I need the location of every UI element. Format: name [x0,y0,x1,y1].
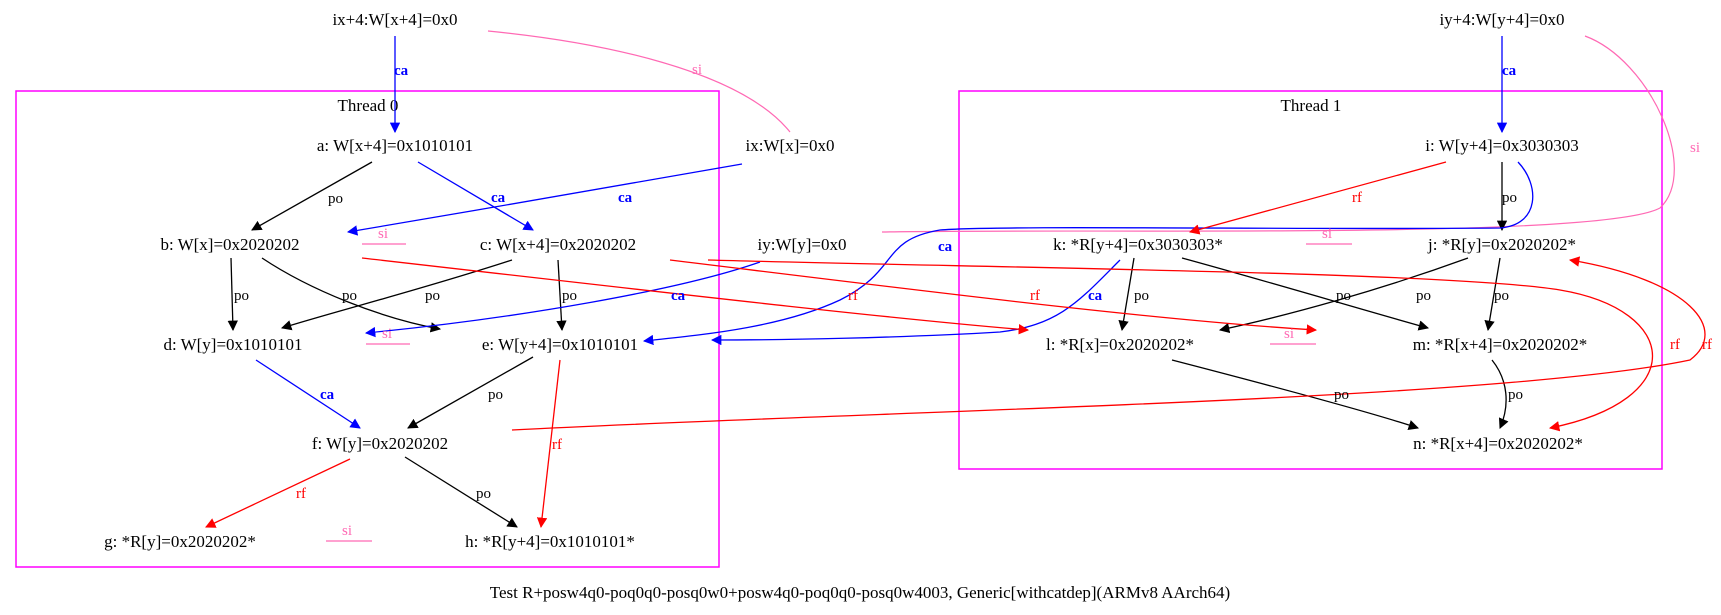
edge-po-j-m [1484,257,1501,332]
edge-rf-b-l [361,257,1030,335]
nodes: ix+4:W[x+4]=0x0 iy+4:W[y+4]=0x0 ix:W[x]=… [104,10,1587,551]
label-ca-ix4-a: ca [394,63,409,79]
edge-ca-a-c [417,161,534,231]
edge-po-l-n [1171,359,1419,430]
edge-ca-iy-d [364,261,761,338]
edge-po-c-e [556,259,567,332]
thread-1-label: Thread 1 [1281,96,1342,115]
edge-po-b-d [227,257,238,332]
edge-rf-f-j [511,256,1706,431]
node-l: l: *R[x]=0x2020202* [1046,335,1194,354]
node-f: f: W[y]=0x2020202 [312,434,448,453]
node-ix: ix:W[x]=0x0 [746,136,835,155]
label-ca-iy-d: ca [671,288,686,304]
label-po-b-d: po [234,288,249,304]
label-po-k-m: po [1336,288,1351,304]
label-po-j-m: po [1494,288,1509,304]
label-si-iy4: si [1690,140,1700,156]
ca-edges [255,36,1534,429]
thread-0-label: Thread 0 [338,96,399,115]
label-ca-ix-b: ca [618,190,633,206]
edge-ca-i-e [642,161,1534,346]
label-si-k: si [1322,226,1332,242]
si-edges [326,30,1675,542]
label-rf-c-l: rf [1030,288,1040,304]
label-ca-iy4-i: ca [1502,63,1517,79]
node-b: b: W[x]=0x2020202 [160,235,299,254]
edge-ca-k-e [710,259,1121,346]
label-po-c-d: po [425,288,440,304]
label-rf-f-g: rf [296,486,306,502]
node-g: g: *R[y]=0x2020202* [104,532,256,551]
label-po-j-l: po [1416,288,1431,304]
edge-po-e-f [407,356,534,429]
label-rf-f-j: rf [1702,337,1712,353]
label-rf-e-h: rf [552,437,562,453]
po-edges [227,161,1509,528]
thread-1-cluster [958,90,1663,470]
label-po-c-e: po [562,288,577,304]
edge-po-f-h [404,456,518,528]
label-si-d: si [382,326,392,342]
edge-rf-iy-n [707,259,1653,432]
edge-po-j-l [1218,257,1469,334]
label-po-f-h: po [476,486,491,502]
edge-po-c-d [281,259,513,331]
edge-rf-f-g [205,458,351,528]
edge-rf-c-l [669,259,1318,335]
label-ca-a-c: ca [491,190,506,206]
node-j: j: *R[y]=0x2020202* [1427,235,1576,254]
label-si-g: si [342,523,352,539]
node-e: e: W[y+4]=0x1010101 [482,335,638,354]
node-c: c: W[x+4]=0x2020202 [480,235,636,254]
label-ca-k-e: ca [1088,288,1103,304]
label-ca-i-e: ca [938,239,953,255]
label-rf-b-l: rf [848,288,858,304]
thread-0-cluster [15,90,720,568]
label-ca-d-f: ca [320,387,335,403]
edge-po-k-m [1181,257,1430,331]
label-po-a-b: po [328,191,343,207]
label-po-i-j: po [1502,190,1517,206]
label-rf-i-k: rf [1352,190,1362,206]
node-iy: iy:W[y]=0x0 [758,235,847,254]
label-po-m-n: po [1508,387,1523,403]
node-d: d: W[y]=0x1010101 [163,335,302,354]
graph-caption: Test R+posw4q0-poq0q0-posq0w0+posw4q0-po… [490,583,1230,602]
node-k: k: *R[y+4]=0x3030303* [1053,235,1223,254]
edge-si-ix4-ix [487,30,791,133]
edge-rf-e-h [536,359,561,529]
edge-po-b-e [261,257,442,333]
label-po-b-e: po [342,288,357,304]
node-a: a: W[x+4]=0x1010101 [317,136,473,155]
node-i: i: W[y+4]=0x3030303 [1425,136,1578,155]
node-m: m: *R[x+4]=0x2020202* [1413,335,1588,354]
label-si-b: si [378,226,388,242]
edge-rf-i-k [1188,161,1447,235]
edge-labels: ca si po ca ca si po po po po ca rf rf s… [234,62,1712,539]
node-h: h: *R[y+4]=0x1010101* [465,532,635,551]
label-po-l-n: po [1334,387,1349,403]
edge-si-iy4-k [881,35,1675,233]
edge-po-a-b [251,161,373,231]
label-rf-iy-n: rf [1670,337,1680,353]
label-si-l: si [1284,326,1294,342]
edge-po-m-n [1491,359,1509,429]
node-iy4: iy+4:W[y+4]=0x0 [1439,10,1564,29]
node-ix4: ix+4:W[x+4]=0x0 [332,10,457,29]
rf-edges [205,161,1706,529]
edge-ca-d-f [255,359,361,429]
label-po-k-l: po [1134,288,1149,304]
node-n: n: *R[x+4]=0x2020202* [1413,434,1583,453]
label-si-ix4-ix: si [692,62,702,78]
edge-ca-ix-b [346,163,743,236]
label-po-e-f: po [488,387,503,403]
